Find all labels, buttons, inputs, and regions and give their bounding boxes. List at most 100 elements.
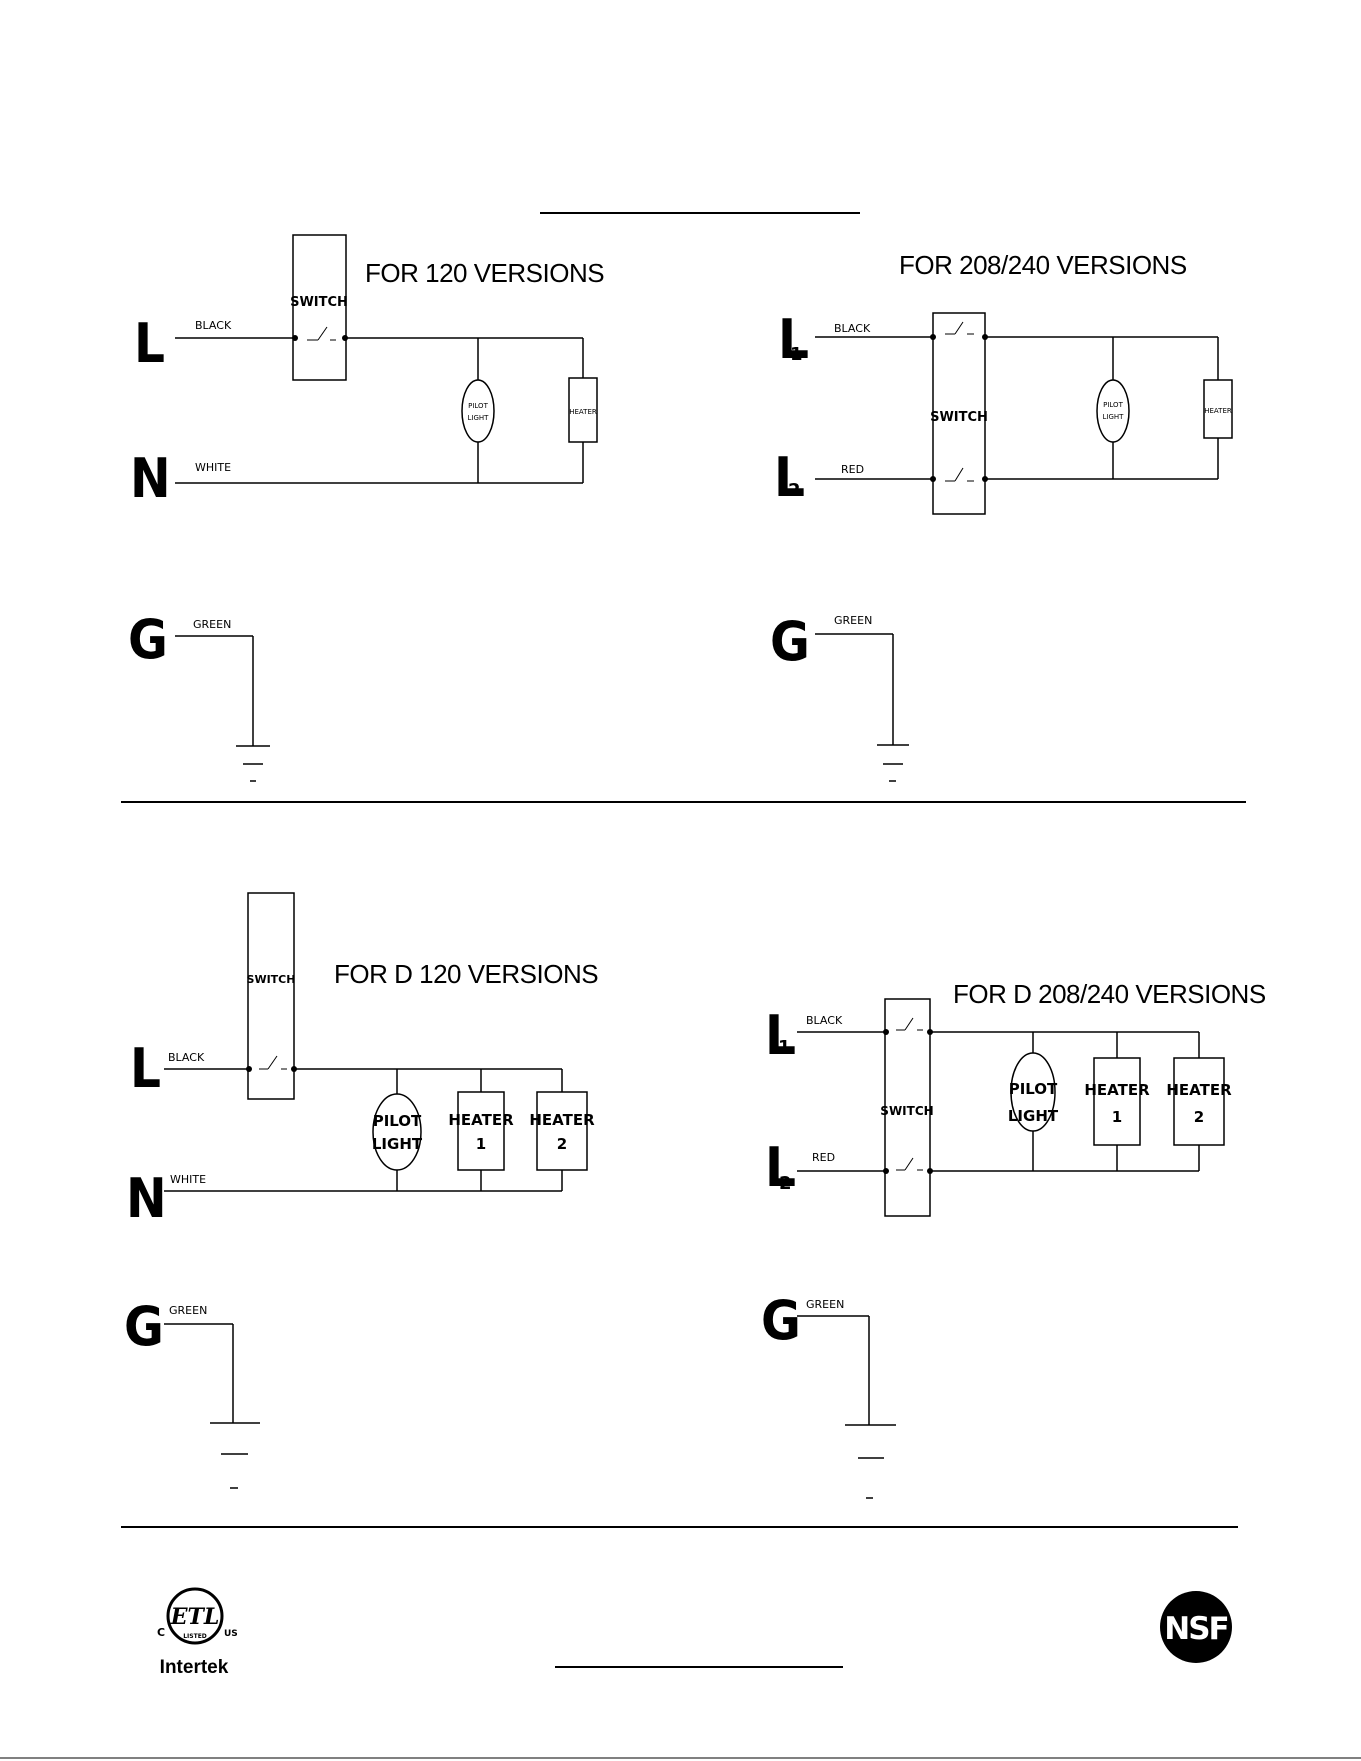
terminal-l1: L [765,1004,796,1067]
switch-contact [342,335,348,341]
wire-label-green: GREEN [169,1304,207,1317]
terminal-g: G [761,1289,801,1352]
pilot-label: LIGHT [468,414,490,422]
switch-blade [954,467,964,482]
etl-logo-us: US [224,1629,238,1639]
switch-label: SWITCH [247,973,296,986]
etl-intertek-logo: ETL LISTED C US Intertek [157,1587,238,1678]
heater-box [1203,379,1233,439]
terminal-l1-sub: 1 [790,344,803,365]
terminal-l: L [130,1037,161,1100]
nsf-logo-disc [1160,1591,1232,1663]
wire-label-red: RED [812,1151,835,1164]
heater-2-label: HEATER [1166,1081,1232,1099]
switch-blade [954,321,964,335]
heater-2-box [536,1091,588,1171]
switch-blade [317,326,328,341]
etl-logo-listed: LISTED [183,1633,207,1640]
switch-contact [246,1066,252,1072]
nsf-logo-mark: NSF [1164,1611,1227,1647]
switch-contact [930,334,936,340]
wire-label-black: BLACK [195,319,232,332]
switch-blade [904,1017,914,1031]
pilot-label: PILOT [468,402,488,410]
heater-2-box [1173,1057,1225,1146]
pilot-label: LIGHT [372,1135,423,1153]
terminal-l1-sub: 1 [778,1037,791,1058]
wire-label-black: BLACK [168,1051,205,1064]
switch-blade [267,1055,278,1070]
switch-box [292,234,347,381]
terminal-l: L [134,312,165,375]
terminal-g: G [124,1295,164,1358]
terminal-g: G [128,608,168,671]
wire-label-red: RED [841,463,864,476]
diagram-d-208-240: FOR D 208/240 VERSIONS L 1 L 2 G BLACK R… [761,979,1266,1499]
pilot-label: LIGHT [1008,1107,1059,1125]
switch-label: SWITCH [290,295,348,310]
switch-contact [930,476,936,482]
pilot-label: LIGHT [1103,413,1125,421]
switch-box [932,312,986,515]
switch-contact [927,1029,933,1035]
switch-box [884,998,931,1217]
terminal-l2: L [765,1136,796,1199]
terminal-g: G [770,610,810,673]
etl-logo-ring [166,1587,224,1645]
heater-1-label: HEATER [1084,1081,1150,1099]
heater-1-box [1093,1057,1141,1146]
wire-label-green: GREEN [193,618,231,631]
terminal-l1: L [778,308,809,371]
wire-label-white: WHITE [170,1173,206,1186]
switch-contact [927,1168,933,1174]
wire-label-white: WHITE [195,461,231,474]
switch-contact [982,476,988,482]
pilot-label: PILOT [373,1112,422,1130]
etl-logo-mark: ETL [170,1604,220,1630]
diagram-d-120-title: FOR D 120 VERSIONS [334,959,598,989]
switch-blade [904,1157,914,1171]
heater-2-number: 2 [1194,1108,1204,1126]
etl-logo-company: Intertek [160,1657,229,1678]
etl-logo-c: C [157,1626,165,1639]
diagram-208-240-title: FOR 208/240 VERSIONS [899,250,1187,280]
pilot-light [372,1093,422,1171]
pilot-label: PILOT [1009,1080,1058,1098]
heater-1-label: HEATER [448,1111,514,1129]
switch-contact [982,334,988,340]
heater-label: HEATER [569,408,597,416]
diagram-d-120: FOR D 120 VERSIONS L N G BLACK WHITE GRE… [124,892,599,1489]
diagram-d-208-240-title: FOR D 208/240 VERSIONS [953,979,1266,1009]
heater-2-label: HEATER [529,1111,595,1129]
heater-label: HEATER [1204,407,1232,415]
terminal-l2: L [774,446,805,509]
heater-1-number: 1 [1112,1108,1122,1126]
switch-label: SWITCH [930,410,988,425]
wire-label-black: BLACK [834,322,871,335]
heater-1-number: 1 [476,1135,486,1153]
heater-box [568,377,598,443]
diagram-120: FOR 120 VERSIONS L N G BLACK WHITE GREEN… [128,234,605,782]
switch-contact [292,335,298,341]
heater-2-number: 2 [557,1135,567,1153]
switch-contact [883,1168,889,1174]
pilot-light [1010,1052,1056,1132]
wire-label-green: GREEN [834,614,872,627]
wire-label-green: GREEN [806,1298,844,1311]
switch-box [247,892,295,1100]
wire-label-black: BLACK [806,1014,843,1027]
heater-1-box [457,1091,505,1171]
pilot-light [461,379,495,443]
terminal-n: N [130,447,171,510]
switch-contact [883,1029,889,1035]
diagram-120-title: FOR 120 VERSIONS [365,258,604,288]
switch-label: SWITCH [880,1104,933,1118]
pilot-light [1096,379,1130,443]
terminal-l2-sub: 2 [779,1173,792,1194]
terminal-n: N [126,1167,167,1230]
diagram-208-240: FOR 208/240 VERSIONS L 1 L 2 G BLACK RED… [770,250,1233,782]
switch-contact [291,1066,297,1072]
terminal-l2-sub: 2 [788,480,801,501]
pilot-label: PILOT [1103,401,1123,409]
